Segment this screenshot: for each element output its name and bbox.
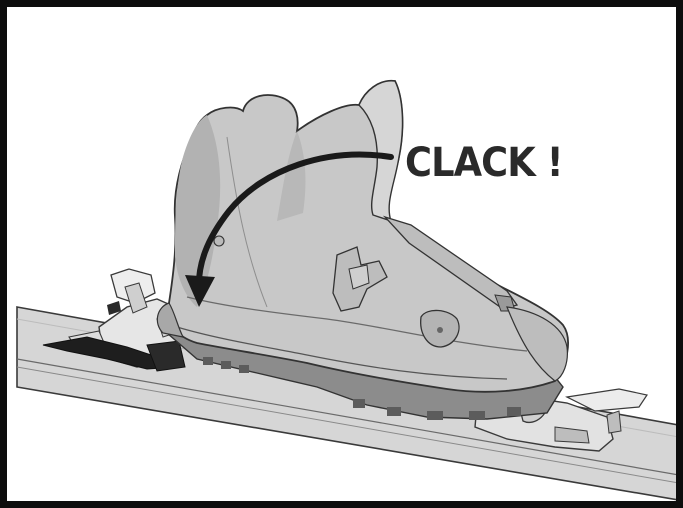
ski-boot-icon <box>156 79 569 420</box>
clack-caption: CLACK ! <box>405 140 564 186</box>
ski-binding-illustration <box>16 79 676 501</box>
curved-arrow-icon <box>185 151 394 307</box>
